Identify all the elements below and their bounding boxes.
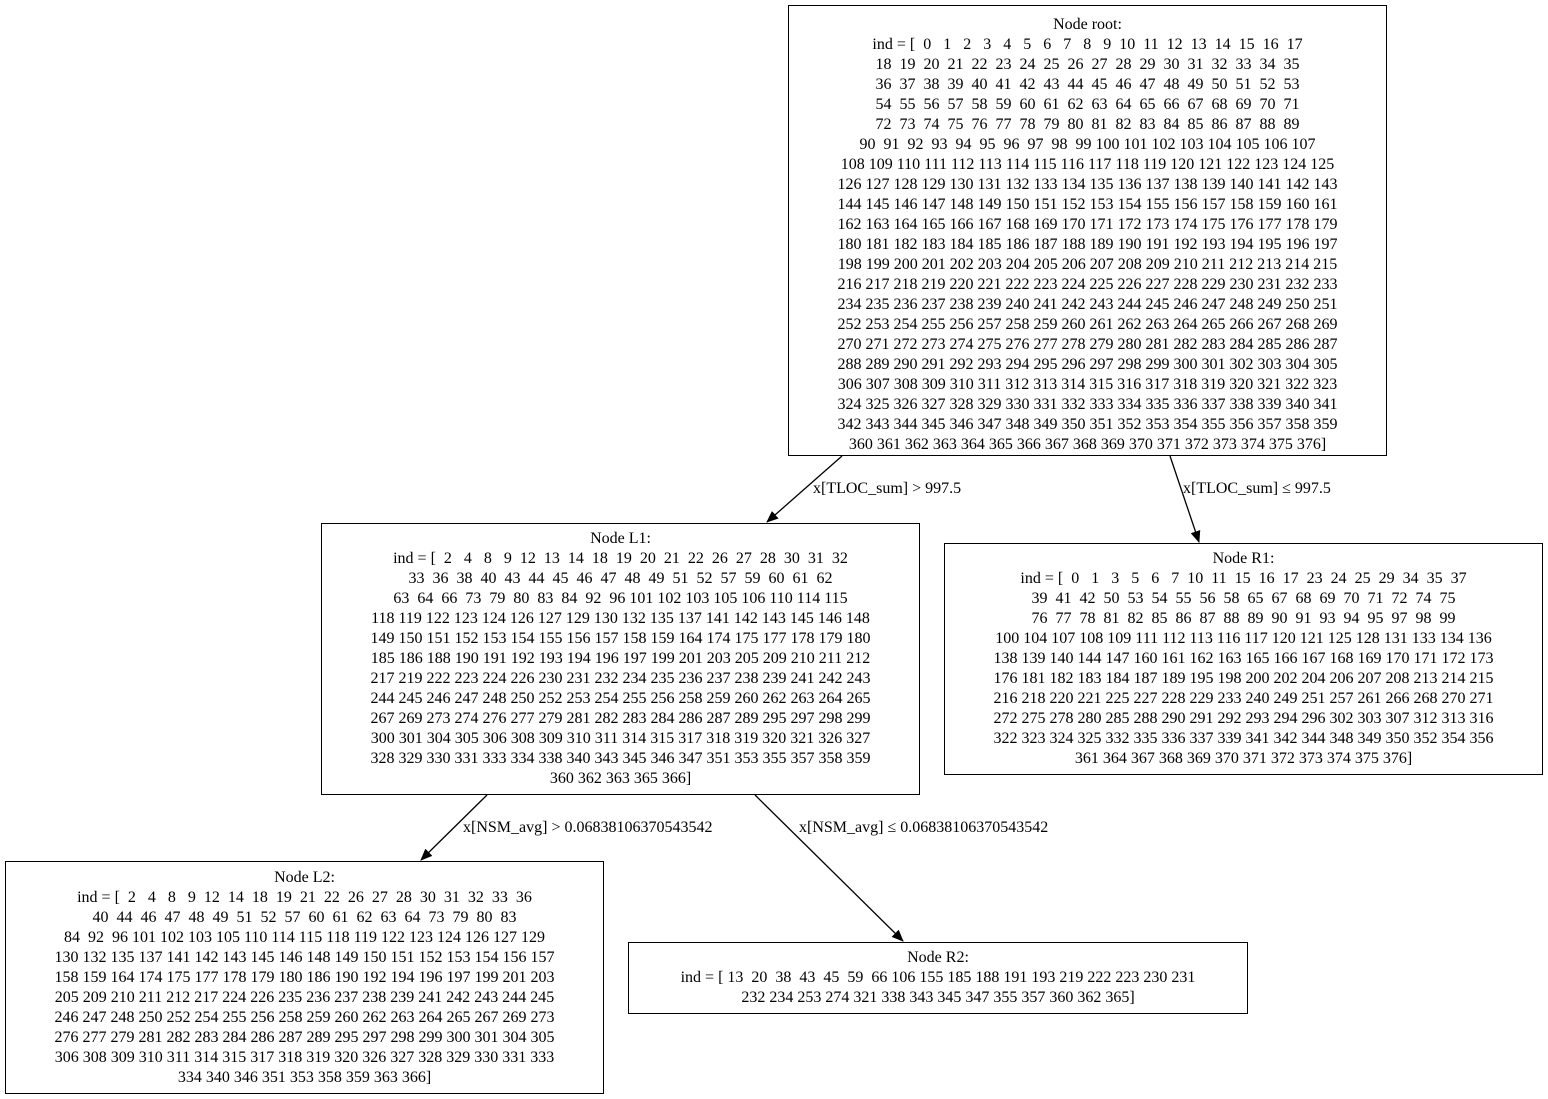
- index-line: 130 132 135 137 141 142 143 145 146 148 …: [54, 949, 555, 966]
- index-line: 126 127 128 129 130 131 132 133 134 135 …: [837, 176, 1338, 193]
- index-line: 40 44 46 47 48 49 51 52 57 60 61 62 63 6…: [92, 909, 517, 926]
- index-line: 244 245 246 247 248 250 252 253 254 255 …: [370, 690, 871, 707]
- edge-root-to-l1: [766, 455, 843, 523]
- index-line: 270 271 272 273 274 275 276 277 278 279 …: [837, 336, 1338, 353]
- node-title: Node R1:: [1212, 550, 1275, 567]
- index-line: 76 77 78 81 82 85 86 87 88 89 90 91 93 9…: [1031, 610, 1456, 627]
- index-line: 306 307 308 309 310 311 312 313 314 315 …: [837, 376, 1338, 393]
- index-line: 162 163 164 165 166 167 168 169 170 171 …: [837, 216, 1338, 233]
- index-line: 176 181 182 183 184 187 189 195 198 200 …: [993, 670, 1494, 687]
- node-l1: Node L1: ind = [ 2 4 8 9 12 13 14 18 19 …: [321, 523, 920, 795]
- node-index-list: ind = [ 0 1 3 5 6 7 10 11 15 16 17 23 24…: [945, 569, 1542, 769]
- index-line: 158 159 164 174 175 177 178 179 180 186 …: [54, 969, 555, 986]
- index-line: 342 343 344 345 346 347 348 349 350 351 …: [837, 416, 1338, 433]
- index-line: ind = [ 0 1 2 3 4 5 6 7 8 9 10 11 12 13 …: [872, 36, 1303, 53]
- edge-root-to-r1: [1169, 455, 1201, 543]
- index-line: 90 91 92 93 94 95 96 97 98 99 100 101 10…: [859, 136, 1316, 153]
- index-line: 144 145 146 147 148 149 150 151 152 153 …: [837, 196, 1338, 213]
- edge-label-l1-l2: x[NSM_avg] > 0.06838106370543542: [463, 819, 713, 836]
- node-r2: Node R2: ind = [ 13 20 38 43 45 59 66 10…: [628, 942, 1248, 1014]
- node-l2: Node L2: ind = [ 2 4 8 9 12 14 18 19 21 …: [5, 861, 604, 1094]
- node-title: Node L2:: [274, 869, 335, 886]
- index-line: ind = [ 2 4 8 9 12 13 14 18 19 20 21 22 …: [393, 550, 848, 567]
- node-title: Node L1:: [590, 530, 651, 547]
- index-line: 322 323 324 325 332 335 336 337 339 341 …: [993, 730, 1494, 747]
- index-line: 36 37 38 39 40 41 42 43 44 45 46 47 48 4…: [875, 76, 1300, 93]
- edge-label-root-l1: x[TLOC_sum] > 997.5: [813, 480, 962, 497]
- index-line: 180 181 182 183 184 185 186 187 188 189 …: [837, 236, 1338, 253]
- index-line: 288 289 290 291 292 293 294 295 296 297 …: [837, 356, 1338, 373]
- index-line: 272 275 278 280 285 288 290 291 292 293 …: [993, 710, 1494, 727]
- index-line: 108 109 110 111 112 113 114 115 116 117 …: [840, 156, 1335, 173]
- node-title: Node R2:: [907, 949, 969, 966]
- index-line: 267 269 273 274 276 277 279 281 282 283 …: [370, 710, 871, 727]
- index-line: 361 364 367 368 369 370 371 372 373 374 …: [1074, 750, 1413, 767]
- index-line: ind = [ 13 20 38 43 45 59 66 106 155 185…: [680, 969, 1196, 986]
- node-title: Node root:: [1053, 16, 1122, 33]
- index-line: ind = [ 0 1 3 5 6 7 10 11 15 16 17 23 24…: [1020, 570, 1467, 587]
- index-line: 198 199 200 201 202 203 204 205 206 207 …: [837, 256, 1338, 273]
- edge-label-root-r1: x[TLOC_sum] ≤ 997.5: [1183, 480, 1331, 497]
- index-line: ind = [ 2 4 8 9 12 14 18 19 21 22 26 27 …: [77, 889, 532, 906]
- edge-l1-to-r2: [754, 794, 904, 942]
- index-line: 328 329 330 331 333 334 338 340 343 345 …: [370, 750, 871, 767]
- node-root: Node root: ind = [ 0 1 2 3 4 5 6 7 8 9 1…: [788, 5, 1387, 456]
- index-line: 84 92 96 101 102 103 105 110 114 115 118…: [63, 929, 546, 946]
- index-line: 149 150 151 152 153 154 155 156 157 158 …: [370, 630, 871, 647]
- index-line: 232 234 253 274 321 338 343 345 347 355 …: [741, 989, 1135, 1006]
- index-line: 252 253 254 255 256 257 258 259 260 261 …: [837, 316, 1338, 333]
- index-line: 216 218 220 221 225 227 228 229 233 240 …: [993, 690, 1494, 707]
- index-line: 18 19 20 21 22 23 24 25 26 27 28 29 30 3…: [875, 56, 1300, 73]
- index-line: 216 217 218 219 220 221 222 223 224 225 …: [837, 276, 1338, 293]
- index-line: 334 340 346 351 353 358 359 363 366]: [177, 1069, 432, 1086]
- index-line: 360 361 362 363 364 365 366 367 368 369 …: [848, 436, 1327, 453]
- index-line: 39 41 42 50 53 54 55 56 58 65 67 68 69 7…: [1031, 590, 1456, 607]
- node-index-list: ind = [ 2 4 8 9 12 14 18 19 21 22 26 27 …: [6, 888, 603, 1088]
- edge-l1-to-l2: [420, 794, 488, 861]
- node-index-list: ind = [ 13 20 38 43 45 59 66 106 155 185…: [629, 968, 1247, 1008]
- edge-label-l1-r2: x[NSM_avg] ≤ 0.06838106370543542: [799, 819, 1049, 836]
- index-line: 33 36 38 40 43 44 45 46 47 48 49 51 52 5…: [408, 570, 833, 587]
- index-line: 360 362 363 365 366]: [549, 770, 692, 787]
- index-line: 300 301 304 305 306 308 309 310 311 314 …: [370, 730, 871, 747]
- index-line: 72 73 74 75 76 77 78 79 80 81 82 83 84 8…: [875, 116, 1300, 133]
- index-line: 185 186 188 190 191 192 193 194 196 197 …: [370, 650, 871, 667]
- index-line: 306 308 309 310 311 314 315 317 318 319 …: [54, 1049, 555, 1066]
- index-line: 205 209 210 211 212 217 224 226 235 236 …: [54, 989, 555, 1006]
- node-index-list: ind = [ 2 4 8 9 12 13 14 18 19 20 21 22 …: [322, 549, 919, 789]
- node-index-list: ind = [ 0 1 2 3 4 5 6 7 8 9 10 11 12 13 …: [789, 35, 1386, 455]
- index-line: 100 104 107 108 109 111 112 113 116 117 …: [995, 630, 1492, 647]
- index-line: 234 235 236 237 238 239 240 241 242 243 …: [837, 296, 1338, 313]
- index-line: 54 55 56 57 58 59 60 61 62 63 64 65 66 6…: [875, 96, 1300, 113]
- index-line: 63 64 66 73 79 80 83 84 92 96 101 102 10…: [393, 590, 848, 607]
- index-line: 276 277 279 281 282 283 284 286 287 289 …: [54, 1029, 555, 1046]
- node-r1: Node R1: ind = [ 0 1 3 5 6 7 10 11 15 16…: [944, 543, 1543, 775]
- index-line: 217 219 222 223 224 226 230 231 232 234 …: [370, 670, 871, 687]
- index-line: 138 139 140 144 147 160 161 162 163 165 …: [993, 650, 1494, 667]
- index-line: 118 119 122 123 124 126 127 129 130 132 …: [371, 610, 870, 627]
- index-line: 324 325 326 327 328 329 330 331 332 333 …: [837, 396, 1338, 413]
- index-line: 246 247 248 250 252 254 255 256 258 259 …: [54, 1009, 555, 1026]
